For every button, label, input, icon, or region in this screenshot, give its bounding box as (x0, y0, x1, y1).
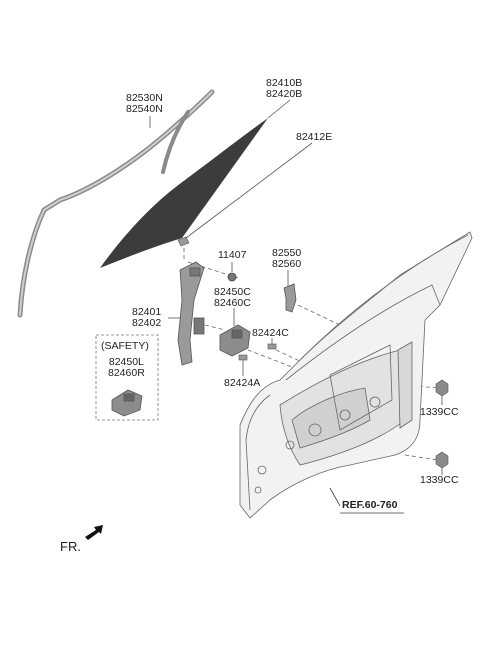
label-regulator: 82401 82402 (132, 307, 161, 329)
leader-glass-channel (185, 142, 313, 239)
label-glass: 82410B 82420B (266, 78, 302, 100)
front-arrow-icon (85, 525, 103, 540)
label-front: FR. (60, 539, 81, 554)
clip-82424C (267, 338, 277, 350)
plug-upper (435, 379, 449, 405)
label-weatherstrip: 82530N 82540N (126, 93, 163, 115)
label-weatherstrip-line-1: 82530N (126, 92, 163, 104)
safety-motor (111, 389, 143, 417)
label-clip-c: 82424C (252, 327, 289, 339)
clip-82424A (238, 354, 248, 376)
label-clip-a: 82424A (224, 377, 261, 389)
label-rail-bracket-line-1: 82550 (272, 247, 302, 259)
label-rail-bracket-line-2: 82560 (272, 258, 302, 270)
label-safety-group: (SAFETY) (101, 340, 149, 352)
label-regulator-line-2: 82402 (132, 317, 162, 329)
label-plug-upper: 1339CC (420, 406, 459, 418)
label-motor-line-2: 82460C (214, 297, 251, 309)
label-bolt: 11407 (218, 249, 247, 261)
label-weatherstrip-line-2: 82540N (126, 103, 163, 115)
label-plug-lower: 1339CC (420, 474, 459, 486)
leader-glass (267, 99, 291, 119)
plug-lower (435, 451, 449, 475)
label-motor: 82450C 82460C (214, 287, 251, 309)
glass-channel-clip (177, 236, 190, 247)
label-safety-motor-line-1: 82450L (108, 356, 144, 368)
label-reference: REF.60-760 (342, 499, 398, 511)
label-motor-line-1: 82450C (214, 286, 251, 298)
safety-group-box (95, 334, 159, 421)
window-motor (219, 324, 251, 357)
door-weatherstrip (17, 89, 215, 318)
door-panel (239, 231, 473, 519)
rail-bracket (283, 283, 297, 313)
door-glass (100, 118, 268, 268)
label-safety-motor: 82450L 82460R (108, 357, 145, 379)
label-regulator-line-1: 82401 (132, 306, 162, 318)
label-glass-channel: 82412E (296, 131, 333, 143)
leader-reference (329, 487, 341, 507)
label-safety-motor-line-2: 82460R (108, 367, 145, 379)
label-rail-bracket: 82550 82560 (272, 248, 301, 270)
bolt-11407 (227, 262, 237, 282)
label-glass-line-2: 82420B (266, 88, 303, 100)
label-glass-line-1: 82410B (266, 77, 303, 89)
window-regulator (177, 261, 205, 366)
